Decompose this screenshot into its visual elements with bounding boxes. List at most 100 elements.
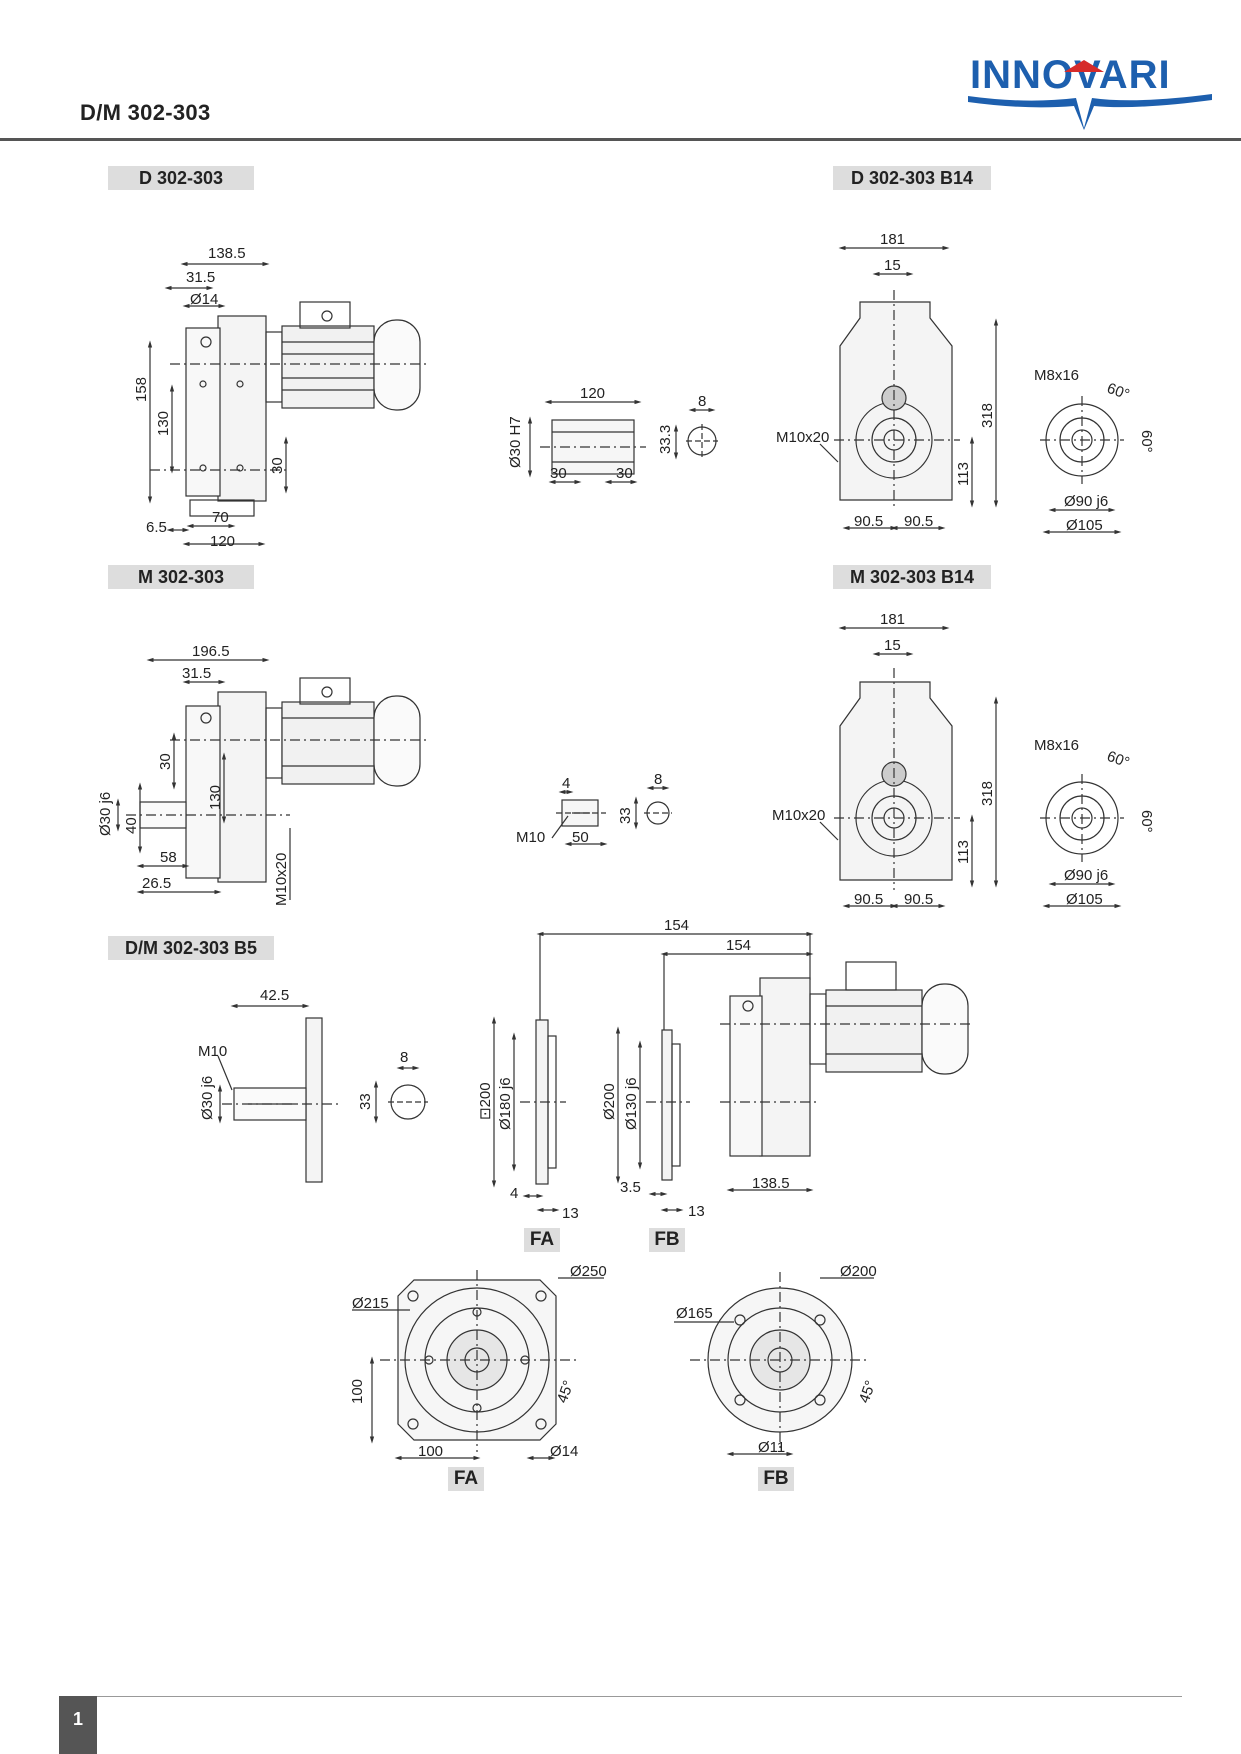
b5-gearmotor-view <box>720 961 974 1193</box>
dim-mb14-a60b: 60° <box>1138 810 1155 833</box>
svg-text:INNOVARI: INNOVARI <box>970 53 1171 97</box>
dim-mb14-h113: 113 <box>955 840 972 864</box>
dim-shaftd-w30b: 30 <box>616 465 633 482</box>
dim-shaftd-h33: 33.3 <box>657 425 674 454</box>
dim-d1-w138: 138.5 <box>208 245 246 262</box>
dim-d1-w6: 6.5 <box>146 519 167 536</box>
section-label-m302-b14: M 302-303 B14 <box>833 565 991 589</box>
dim-fa-face-h100: 100 <box>349 1379 366 1404</box>
dim-shaftm-w4: 4 <box>562 775 570 792</box>
dim-fb-d130: Ø130 j6 <box>623 1077 640 1130</box>
dim-m1-w26: 26.5 <box>142 875 171 892</box>
dim-db14-w90b: 90.5 <box>904 513 933 530</box>
dim-db14-m10: M10x20 <box>776 429 829 446</box>
dim-db14-a60b: 60° <box>1138 430 1155 453</box>
dim-fa-face-d250: Ø250 <box>570 1263 607 1280</box>
dim-b5-w42: 42.5 <box>260 987 289 1004</box>
dim-b5-w154b: 154 <box>726 937 751 954</box>
dim-d1-h30: 30 <box>269 457 286 474</box>
d302-b14-flange-view <box>1040 396 1124 535</box>
dim-db14-d105: Ø105 <box>1066 517 1103 534</box>
dim-db14-w15: 15 <box>884 257 901 274</box>
dim-shaftd-d30h7: Ø30 H7 <box>507 416 524 468</box>
fa-flange-side <box>491 1016 566 1213</box>
d302-side-view <box>147 261 430 547</box>
dim-shaftd-w30a: 30 <box>550 465 567 482</box>
section-label-m302: M 302-303 <box>108 565 254 589</box>
dim-mb14-d105: Ø105 <box>1066 891 1103 908</box>
dim-db14-w90a: 90.5 <box>854 513 883 530</box>
d302-b14-front-view <box>819 245 999 531</box>
dim-m1-h40: 40 <box>123 817 140 834</box>
dim-fb-w35: 3.5 <box>620 1179 641 1196</box>
dim-m1-h30: 30 <box>157 753 174 770</box>
footer-rule <box>96 1696 1182 1697</box>
d302-hollow-shaft <box>527 399 718 485</box>
dim-fa-w13: 13 <box>562 1205 579 1222</box>
dim-m1-d30j6: Ø30 j6 <box>97 792 114 836</box>
dim-mb14-w90a: 90.5 <box>854 891 883 908</box>
page-title: D/M 302-303 <box>80 100 211 125</box>
dim-d1-h130: 130 <box>155 411 172 436</box>
dim-m1-h130: 130 <box>207 785 224 810</box>
dim-fa-face-d215: Ø215 <box>352 1295 389 1312</box>
dim-b5-m10: M10 <box>198 1043 227 1060</box>
dim-fb-face-d165: Ø165 <box>676 1305 713 1322</box>
section-label-d302: D 302-303 <box>108 166 254 190</box>
dim-b5-h33: 33 <box>357 1093 374 1110</box>
flange-face-label-fb: FB <box>758 1467 794 1491</box>
dim-shaftd-w120: 120 <box>580 385 605 402</box>
dim-d1-w31: 31.5 <box>186 269 215 286</box>
dim-fb-face-a45: 45° <box>856 1378 880 1405</box>
m302-b14-flange-view <box>1040 774 1124 909</box>
dim-b5-w154a: 154 <box>664 917 689 934</box>
innovari-logo: INNOVARI <box>968 53 1212 130</box>
flange-label-fb: FB <box>649 1228 685 1252</box>
dim-fb-face-d11: Ø11 <box>758 1439 785 1456</box>
dim-m1-w196: 196.5 <box>192 643 230 660</box>
dim-db14-m8: M8x16 <box>1034 367 1079 384</box>
page-number: 1 <box>59 1696 97 1754</box>
section-label-d302-b14: D 302-303 B14 <box>833 166 991 190</box>
dim-shaftm-w8: 8 <box>654 771 662 788</box>
dim-mb14-m10: M10x20 <box>772 807 825 824</box>
dim-db14-a60a: 60° <box>1105 380 1132 404</box>
m302-solid-shaft <box>551 785 672 847</box>
dim-fb-d200: Ø200 <box>601 1083 618 1120</box>
dim-fa-d180: Ø180 j6 <box>497 1077 514 1130</box>
dim-mb14-m8: M8x16 <box>1034 737 1079 754</box>
dim-fa-face-w100: 100 <box>418 1443 443 1460</box>
dim-b5-w138: 138.5 <box>752 1175 790 1192</box>
dim-m1-m10: M10x20 <box>273 853 290 906</box>
dim-b5-w8: 8 <box>400 1049 408 1066</box>
dim-fb-face-d200: Ø200 <box>840 1263 877 1280</box>
dim-fa-face-a45: 45° <box>554 1378 578 1405</box>
header-rule <box>0 138 1241 141</box>
dim-mb14-h318: 318 <box>979 781 996 806</box>
dim-m1-w58: 58 <box>160 849 177 866</box>
dim-shaftm-h33: 33 <box>617 807 634 824</box>
m302-b14-front-view <box>819 625 999 909</box>
dim-mb14-w90b: 90.5 <box>904 891 933 908</box>
dim-db14-h113: 113 <box>955 462 972 486</box>
dim-fb-w13: 13 <box>688 1203 705 1220</box>
b5-output-shaft <box>217 1003 428 1183</box>
dim-fa-w4: 4 <box>510 1185 518 1202</box>
flange-label-fa: FA <box>524 1228 560 1252</box>
dim-db14-w181: 181 <box>880 231 905 248</box>
dim-mb14-a60a: 60° <box>1105 748 1132 772</box>
fa-flange-face <box>352 1270 604 1461</box>
dim-shaftm-m10: M10 <box>516 829 545 846</box>
dim-shaftm-w50: 50 <box>572 829 589 846</box>
flange-face-label-fa: FA <box>448 1467 484 1491</box>
dim-b5-d30: Ø30 j6 <box>199 1076 216 1120</box>
dim-fa-face-d14: Ø14 <box>550 1443 578 1460</box>
dim-mb14-w181: 181 <box>880 611 905 628</box>
dim-d1-w70: 70 <box>212 509 229 526</box>
dim-mb14-d90: Ø90 j6 <box>1064 867 1108 884</box>
m302-side-view <box>115 657 430 900</box>
fb-flange-side <box>615 1026 690 1213</box>
dim-mb14-w15: 15 <box>884 637 901 654</box>
dim-db14-h318: 318 <box>979 403 996 428</box>
